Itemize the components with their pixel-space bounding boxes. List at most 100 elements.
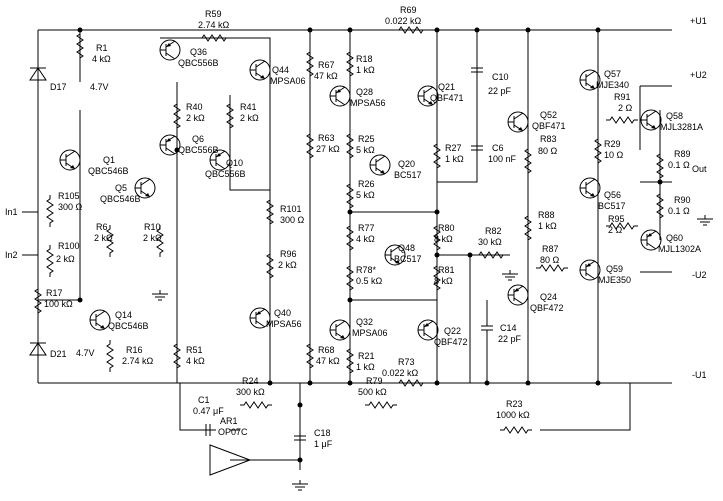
component-ref: R40 bbox=[186, 102, 203, 112]
component-ref: R23 bbox=[506, 399, 523, 409]
component-ref: Q20 bbox=[398, 159, 415, 169]
component-value: 2 kΩ bbox=[143, 233, 162, 243]
component-ref: R100 bbox=[58, 241, 80, 251]
component-value: QBC546B bbox=[88, 166, 129, 176]
component-ref: R96 bbox=[280, 249, 297, 259]
component-value: 1 kΩ bbox=[445, 154, 464, 164]
component-value: MJE350 bbox=[598, 275, 631, 285]
component-junctions bbox=[77, 27, 663, 463]
component-ref: Q10 bbox=[226, 158, 243, 168]
component-value: 300 Ω bbox=[58, 202, 83, 212]
component-ref: R83 bbox=[540, 134, 557, 144]
component-ref: R41 bbox=[240, 102, 257, 112]
component-ref: C6 bbox=[492, 143, 504, 153]
component-ref: R10 bbox=[144, 222, 161, 232]
component-ref: R59 bbox=[205, 9, 222, 19]
component-value: 2 kΩ bbox=[278, 260, 297, 270]
component-ref: R29 bbox=[604, 139, 621, 149]
component-value: 80 Ω bbox=[540, 255, 560, 265]
component-ref: R78* bbox=[356, 265, 377, 275]
component-ref: R89 bbox=[674, 149, 691, 159]
rail-label: Out bbox=[692, 164, 707, 174]
component-ref: Q28 bbox=[356, 87, 373, 97]
component-value: 1 kΩ bbox=[538, 221, 557, 231]
component-ref: Q52 bbox=[540, 110, 557, 120]
component-value: 5 kΩ bbox=[356, 190, 375, 200]
component-ref: R90 bbox=[674, 195, 691, 205]
component-ref: Q48 bbox=[398, 243, 415, 253]
component-ref: AR1 bbox=[220, 416, 238, 426]
component-ref: Q40 bbox=[274, 308, 291, 318]
component-value: 2 kΩ bbox=[186, 113, 205, 123]
component-value: 2 Ω bbox=[608, 225, 623, 235]
component-value: 0.5 kΩ bbox=[356, 276, 383, 286]
component-ref: R80 bbox=[438, 223, 455, 233]
component-value: 0.47 μF bbox=[193, 406, 224, 416]
component-value: QBC556B bbox=[178, 145, 219, 155]
component-value: 100 kΩ bbox=[44, 299, 73, 309]
component-ref: R21 bbox=[358, 351, 375, 361]
component-value: QBC556B bbox=[178, 58, 219, 68]
component-ref: R51 bbox=[186, 345, 203, 355]
component-ref: Q1 bbox=[103, 155, 115, 165]
component-value: 1 kΩ bbox=[356, 65, 375, 75]
component-value: 5 kΩ bbox=[356, 145, 375, 155]
component-ref: Q21 bbox=[438, 82, 455, 92]
component-value: 10 Ω bbox=[604, 150, 624, 160]
component-ref: R87 bbox=[542, 244, 559, 254]
rail-labels: +U1 +U2 Out -U2 -U1 In1 In2 bbox=[5, 16, 707, 380]
component-ref: Q22 bbox=[444, 326, 461, 336]
component-value: MJL3281A bbox=[660, 122, 703, 132]
component-ref: R79 bbox=[366, 376, 383, 386]
component-value: QBC556B bbox=[205, 169, 246, 179]
component-value: MPSA06 bbox=[270, 76, 306, 86]
component-value: 27 kΩ bbox=[316, 144, 340, 154]
component-value: QBF472 bbox=[530, 303, 564, 313]
component-ref: Q32 bbox=[356, 317, 373, 327]
component-ref: R16 bbox=[126, 345, 143, 355]
component-ref: R17 bbox=[46, 288, 63, 298]
rail-label: +U1 bbox=[690, 16, 707, 26]
component-symbols bbox=[29, 26, 714, 491]
component-ref: R88 bbox=[538, 210, 555, 220]
component-ref: C1 bbox=[198, 395, 210, 405]
component-ref: R91 bbox=[614, 92, 631, 102]
component-value: QBC546B bbox=[100, 194, 141, 204]
component-ref: R25 bbox=[358, 134, 375, 144]
component-ref: Q56 bbox=[604, 190, 621, 200]
component-ref: R81 bbox=[438, 265, 455, 275]
component-ref: Q6 bbox=[192, 134, 204, 144]
component-ref: R67 bbox=[318, 60, 335, 70]
input-label: In1 bbox=[5, 207, 18, 217]
component-value: 4.7V bbox=[76, 348, 95, 358]
component-ref: R73 bbox=[398, 357, 415, 367]
component-ref: Q59 bbox=[606, 264, 623, 274]
component-ref: Q44 bbox=[272, 65, 289, 75]
component-ref: R18 bbox=[356, 54, 373, 64]
component-value: 100 nF bbox=[488, 154, 517, 164]
component-ref: R63 bbox=[318, 133, 335, 143]
component-ref: Q60 bbox=[666, 233, 683, 243]
component-value: 0.1 Ω bbox=[668, 160, 690, 170]
component-value: 80 Ω bbox=[538, 146, 558, 156]
component-ref: Q57 bbox=[604, 69, 621, 79]
component-value: 2 Ω bbox=[618, 103, 633, 113]
component-ref: C18 bbox=[314, 428, 331, 438]
component-value: 8 kΩ bbox=[434, 234, 453, 244]
component-ref: R105 bbox=[58, 191, 80, 201]
rail-label: -U1 bbox=[692, 370, 707, 380]
component-ref: Q24 bbox=[540, 292, 557, 302]
component-value: BC517 bbox=[394, 170, 422, 180]
component-value: MJE340 bbox=[596, 80, 629, 90]
component-value: QBF471 bbox=[532, 121, 566, 131]
component-value: 4 kΩ bbox=[186, 356, 205, 366]
component-ref: Q58 bbox=[666, 111, 683, 121]
component-value: 22 pF bbox=[488, 86, 512, 96]
component-value: 47 kΩ bbox=[316, 356, 340, 366]
component-value: 1 kΩ bbox=[356, 362, 375, 372]
rail-label: +U2 bbox=[690, 70, 707, 80]
component-value: 2.74 kΩ bbox=[122, 356, 154, 366]
component-value: 2 kΩ bbox=[94, 233, 113, 243]
component-value: 300 kΩ bbox=[236, 387, 265, 397]
